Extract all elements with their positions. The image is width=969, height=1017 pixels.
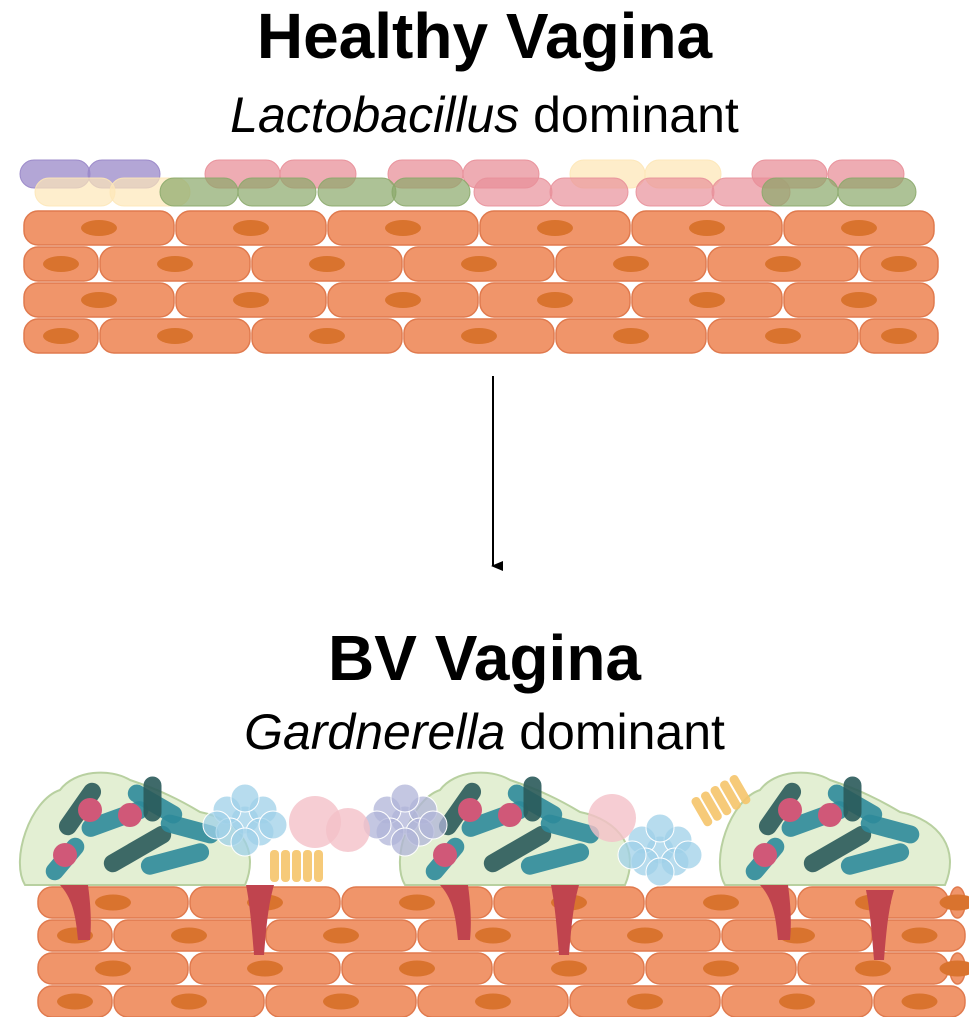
pink-cell [588,794,636,842]
coccus [433,843,457,867]
cell-nucleus [551,961,587,977]
lactobacillus-rod [238,178,316,206]
coccus-cluster-cell [674,841,702,869]
lactobacillus-rod [160,178,238,206]
cell-nucleus [171,994,207,1010]
cell-nucleus [43,328,79,344]
yellow-rod [314,850,323,882]
cell-nucleus [841,220,877,236]
lactobacillus-rod [392,178,470,206]
yellow-rod [303,850,312,882]
coccus-cluster-cell [391,784,419,812]
coccus-cluster-cell [618,841,646,869]
lactobacillus-rod [636,178,714,206]
lactobacillus-rod [838,178,916,206]
cell-nucleus [461,328,497,344]
cell-nucleus [475,928,511,944]
coccus-cluster-cell [646,814,674,842]
coccus [458,798,482,822]
cell-nucleus [399,895,435,911]
coccus [118,803,142,827]
healthy-epithelium [24,211,938,353]
cell-nucleus [855,961,891,977]
coccus-cluster-cell [259,811,287,839]
coccus [778,798,802,822]
cell-nucleus [475,994,511,1010]
cell-nucleus [613,256,649,272]
yellow-rod-stack [270,850,323,882]
cell-nucleus [881,328,917,344]
cell-nucleus [627,994,663,1010]
coccus-cluster-cell [419,811,447,839]
coccus-cluster-cell [646,858,674,886]
pink-cell [326,808,370,852]
cell-nucleus [81,292,117,308]
coccus [53,843,77,867]
cell-nucleus [157,256,193,272]
cell-nucleus [902,928,938,944]
cell-nucleus [247,961,283,977]
lactobacillus-rod [35,178,115,206]
coccus [818,803,842,827]
yellow-rod [292,850,301,882]
coccus-cluster-cell [231,828,259,856]
cell-nucleus [323,994,359,1010]
coccus [753,843,777,867]
cell-nucleus [57,994,93,1010]
cell-nucleus [95,961,131,977]
cell-nucleus [233,292,269,308]
cell-nucleus [233,220,269,236]
cell-nucleus [627,928,663,944]
cell-nucleus [399,961,435,977]
yellow-rod [281,850,290,882]
cell-nucleus [537,292,573,308]
gardnerella-rod [144,777,162,822]
lactobacillus-rod [318,178,396,206]
bv-epithelium [38,887,969,1017]
coccus-cluster-cell [231,784,259,812]
gardnerella-rod [844,777,862,822]
cell-nucleus [765,328,801,344]
coccus-cluster-cell [391,828,419,856]
gardnerella-rod [524,777,542,822]
cell-nucleus [95,895,131,911]
cell-nucleus [171,928,207,944]
coccus [498,803,522,827]
cell-nucleus [779,994,815,1010]
cell-nucleus [157,328,193,344]
cell-nucleus [385,220,421,236]
cell-nucleus [43,256,79,272]
cell-nucleus [461,256,497,272]
lactobacillus-rod [762,178,838,206]
coccus [78,798,102,822]
lactobacillus-layer [20,160,916,206]
cell-nucleus [309,328,345,344]
cell-nucleus [537,220,573,236]
coccus-cluster-cell [203,811,231,839]
cell-nucleus [689,220,725,236]
lactobacillus-rod [474,178,552,206]
cell-nucleus [703,895,739,911]
cell-nucleus [323,928,359,944]
cell-nucleus [765,256,801,272]
lactobacillus-rod [550,178,628,206]
cell-nucleus [881,256,917,272]
cell-nucleus [902,994,938,1010]
cell-nucleus [703,961,739,977]
cell-nucleus [841,292,877,308]
cell-nucleus [385,292,421,308]
cell-nucleus [689,292,725,308]
cell-nucleus [81,220,117,236]
cell-nucleus [309,256,345,272]
yellow-rod [270,850,279,882]
cell-nucleus [613,328,649,344]
